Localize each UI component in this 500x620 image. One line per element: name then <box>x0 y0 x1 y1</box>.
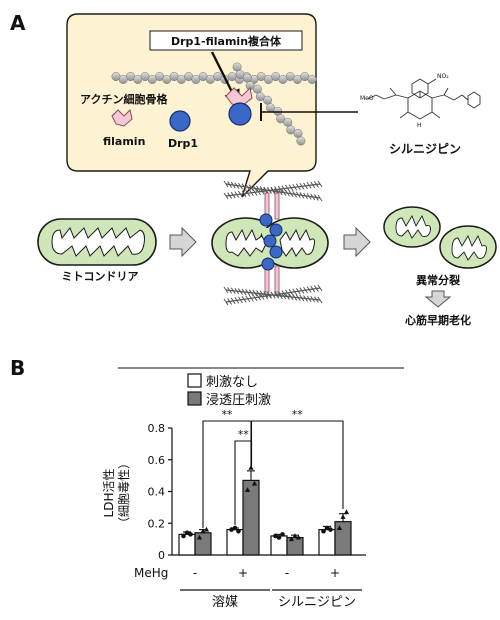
panel-b-label: B <box>10 356 25 380</box>
data-point <box>343 509 350 515</box>
y-tick-label: 0.8 <box>148 422 166 435</box>
actin-strand-top-1 <box>223 180 323 200</box>
actin-strand-bottom-1 <box>223 286 323 304</box>
data-point <box>196 534 203 540</box>
bar <box>226 528 244 556</box>
data-point <box>276 535 282 540</box>
data-point <box>244 487 251 492</box>
data-point <box>188 532 193 537</box>
data-point <box>295 534 302 540</box>
aging-label: 心筋早期老化 <box>405 313 471 327</box>
legend-label-stimulus: 浸透圧刺激 <box>206 393 271 408</box>
group-label-vehicle: 溶媒 <box>212 595 238 610</box>
data-point <box>232 525 238 531</box>
data-point <box>184 530 190 536</box>
mitochondrion-fragment-1 <box>383 206 441 248</box>
data-point <box>236 528 241 534</box>
drp1-complex-icon <box>228 102 252 126</box>
progress-arrow-1 <box>169 226 197 258</box>
complex-label: Drp1-filamin複合体 <box>171 34 282 48</box>
significance-mark: ** <box>238 428 250 441</box>
complex-label-box: Drp1-filamin複合体 <box>149 30 303 51</box>
data-point <box>340 514 346 519</box>
data-point <box>200 528 206 534</box>
x-category-label: + <box>330 566 340 580</box>
fission-label: 異常分裂 <box>416 273 460 287</box>
actin-filaments-mito <box>223 180 323 306</box>
drp1-label: Drp1 <box>168 137 198 150</box>
x-category-label: - <box>285 566 289 580</box>
actin-strand-diagonal <box>232 62 306 146</box>
filamin-legend-icon <box>111 109 133 127</box>
data-point <box>203 526 210 532</box>
nh-label: H <box>417 122 422 129</box>
bar <box>194 532 212 556</box>
ldh-bar-chart: 0 0.2 0.4 0.6 0.8 - + - + ** ** ** <box>148 408 366 580</box>
bar <box>334 521 352 556</box>
meo-label: MeO <box>360 95 374 102</box>
bar <box>318 528 336 556</box>
callout-bubble <box>66 13 317 198</box>
data-point <box>328 527 333 532</box>
y-tick-label: 0.4 <box>148 486 166 499</box>
data-point <box>288 536 295 542</box>
data-point <box>248 464 254 470</box>
cilnidipine-structure <box>358 64 482 128</box>
legend-swatch-control <box>187 373 202 388</box>
data-point <box>321 528 326 534</box>
legend-swatch-stimulus <box>187 391 202 406</box>
data-point <box>280 532 285 537</box>
significance-mark: ** <box>222 408 234 421</box>
y-axis-subtitle: （細胞毒性） <box>117 457 131 529</box>
y-tick-label: 0.2 <box>148 517 166 530</box>
inhibition-line <box>260 103 360 121</box>
actin-strand-horizontal <box>111 72 317 84</box>
group-label-cilnidipine: シルニジピン <box>278 595 356 610</box>
significance-mark: ** <box>292 408 304 421</box>
x-category-label: - <box>193 566 197 580</box>
aging-arrow <box>424 290 452 308</box>
panel-a-label: A <box>10 11 26 35</box>
legend-label-control: 刺激なし <box>206 375 258 390</box>
data-point <box>324 525 330 531</box>
data-point <box>336 525 343 531</box>
no2-label: NO₂ <box>437 73 449 80</box>
mito-label: ミトコンドリア <box>62 270 139 283</box>
data-point <box>251 480 258 486</box>
actin-label: アクチン細胞骨格 <box>80 92 168 106</box>
sig-bracket-cilnidipine: ** <box>250 408 344 509</box>
drug-label: シルニジピン <box>389 142 461 156</box>
data-point <box>273 533 278 539</box>
actin-strand-top-2 <box>223 180 323 202</box>
x-category-label: + <box>238 566 248 580</box>
data-point <box>229 527 234 532</box>
actin-filaments-callout <box>111 62 317 146</box>
data-point <box>181 533 186 539</box>
bar <box>178 533 196 556</box>
y-axis-title: LDH活性 <box>102 469 116 518</box>
y-tick-label: 0.6 <box>148 454 166 467</box>
progress-arrow-2 <box>343 226 371 258</box>
y-tick-label: 0 <box>158 549 165 562</box>
mitochondrion-fragment-2 <box>439 225 497 269</box>
drp1-legend-icon <box>169 110 191 132</box>
actin-strand-bottom-2 <box>223 284 323 306</box>
bar <box>286 536 304 556</box>
filamin-label: filamin <box>103 135 145 148</box>
data-point <box>292 533 298 538</box>
mehg-label: MeHg <box>134 566 168 580</box>
mitochondrion-normal <box>37 218 157 266</box>
drp1-ring <box>259 213 283 271</box>
